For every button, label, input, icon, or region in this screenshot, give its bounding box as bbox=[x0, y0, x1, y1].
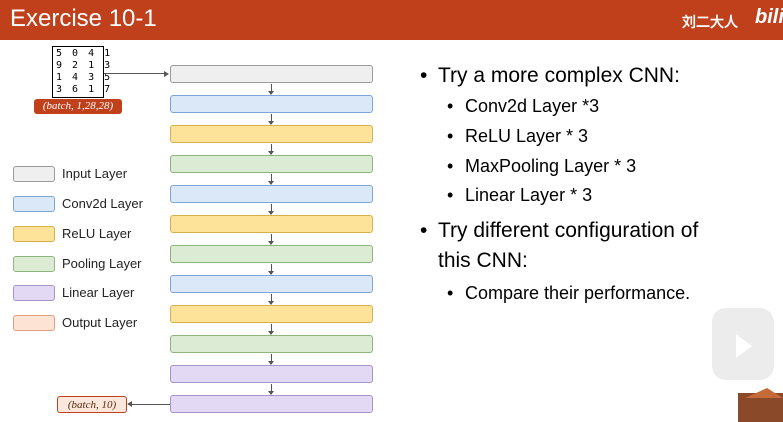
flow-arrow bbox=[268, 324, 274, 335]
bullet-dot-icon: • bbox=[420, 219, 428, 242]
legend-swatch-input bbox=[13, 166, 55, 182]
layer-pooling bbox=[170, 245, 373, 263]
layer-pooling bbox=[170, 155, 373, 173]
bullet-text: Compare their performance. bbox=[465, 283, 691, 303]
output-connector bbox=[131, 404, 170, 405]
layer-pooling bbox=[170, 335, 373, 353]
layer-linear bbox=[170, 395, 373, 413]
layer-relu bbox=[170, 305, 373, 323]
flow-arrow bbox=[268, 384, 274, 395]
flow-arrow bbox=[268, 204, 274, 215]
flow-arrow bbox=[268, 84, 274, 95]
bullet-main: • Try a more complex CNN: bbox=[420, 64, 680, 88]
bullet-sub: • Linear Layer * 3 bbox=[447, 185, 592, 206]
bullet-dot-icon: • bbox=[447, 96, 454, 116]
legend-swatch-relu bbox=[13, 226, 55, 242]
bullet-text: Try a more complex CNN: bbox=[438, 64, 680, 87]
flow-arrow bbox=[268, 354, 274, 365]
layer-input bbox=[170, 65, 373, 83]
legend-label-linear: Linear Layer bbox=[62, 285, 135, 300]
bullet-main-continued: this CNN: bbox=[438, 249, 528, 273]
bullet-dot-icon: • bbox=[447, 185, 454, 205]
legend-swatch-output bbox=[13, 315, 55, 331]
layer-conv2d bbox=[170, 275, 373, 293]
bullet-main: • Try different configuration of bbox=[420, 219, 698, 243]
author-watermark: 刘二大人 bbox=[682, 14, 738, 30]
legend-swatch-linear bbox=[13, 285, 55, 301]
legend-label-relu: ReLU Layer bbox=[62, 226, 132, 241]
layer-conv2d bbox=[170, 185, 373, 203]
bullet-text: Linear Layer * 3 bbox=[465, 185, 593, 205]
layer-relu bbox=[170, 125, 373, 143]
bullet-text: this CNN: bbox=[438, 249, 528, 272]
bullet-sub: • Conv2d Layer *3 bbox=[447, 96, 599, 117]
bullet-dot-icon: • bbox=[447, 283, 454, 303]
bullet-sub: • MaxPooling Layer * 3 bbox=[447, 156, 636, 177]
mnist-sample-image: 5 0 4 1 9 2 1 3 1 4 3 5 3 6 1 7 bbox=[52, 46, 113, 98]
bullet-dot-icon: • bbox=[447, 126, 454, 146]
flow-arrow bbox=[268, 234, 274, 245]
output-shape-tag: (batch, 10) bbox=[57, 396, 127, 413]
bullet-text: Try different configuration of bbox=[438, 219, 699, 242]
layer-linear bbox=[170, 365, 373, 383]
bullet-dot-icon: • bbox=[447, 156, 454, 176]
legend-label-conv2d: Conv2d Layer bbox=[62, 196, 143, 211]
input-connector bbox=[104, 73, 165, 74]
bullet-text: ReLU Layer * 3 bbox=[465, 126, 589, 146]
bilibili-logo: bili bbox=[755, 6, 783, 28]
legend-label-output: Output Layer bbox=[62, 315, 138, 330]
legend-label-input: Input Layer bbox=[62, 166, 128, 181]
bullet-text: MaxPooling Layer * 3 bbox=[465, 156, 637, 176]
bullet-sub: • Compare their performance. bbox=[447, 283, 690, 304]
title-bar bbox=[0, 0, 783, 40]
digit-row: 3 6 1 7 bbox=[56, 84, 113, 95]
flow-arrow bbox=[268, 294, 274, 305]
digit-row: 1 4 3 5 bbox=[56, 72, 113, 83]
slide-title: Exercise 10-1 bbox=[10, 5, 157, 32]
legend-swatch-pooling bbox=[13, 256, 55, 272]
input-shape-tag: (batch, 1,28,28) bbox=[34, 99, 122, 114]
avatar-decoration bbox=[745, 388, 783, 398]
flow-arrow bbox=[268, 174, 274, 185]
digit-row: 5 0 4 1 bbox=[56, 48, 113, 59]
flow-arrow bbox=[268, 264, 274, 275]
output-arrow-head bbox=[127, 401, 132, 407]
bullet-text: Conv2d Layer *3 bbox=[465, 96, 600, 116]
legend-swatch-conv2d bbox=[13, 196, 55, 212]
bullet-dot-icon: • bbox=[420, 64, 428, 87]
layer-conv2d bbox=[170, 95, 373, 113]
flow-arrow bbox=[268, 144, 274, 155]
legend-label-pooling: Pooling Layer bbox=[62, 256, 142, 271]
play-icon[interactable] bbox=[736, 334, 752, 358]
digit-row: 9 2 1 3 bbox=[56, 60, 113, 71]
bullet-sub: • ReLU Layer * 3 bbox=[447, 126, 588, 147]
flow-arrow bbox=[268, 114, 274, 125]
input-arrow-head bbox=[164, 71, 169, 77]
layer-relu bbox=[170, 215, 373, 233]
